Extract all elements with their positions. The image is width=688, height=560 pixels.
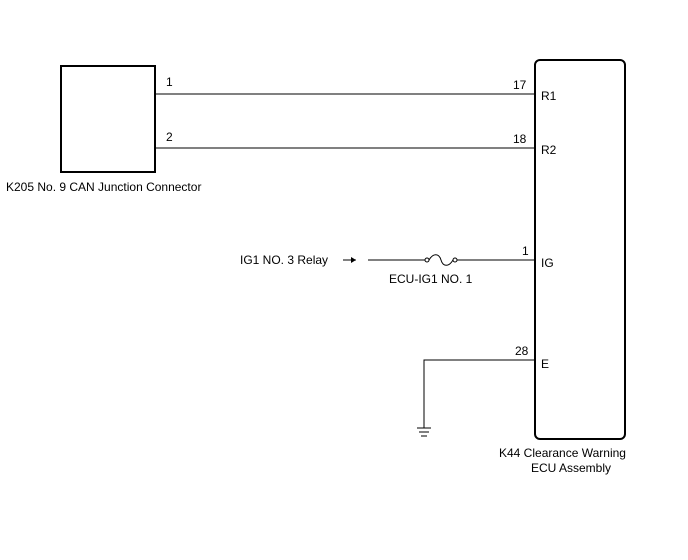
fuse-label: ECU-IG1 NO. 1 [389, 272, 473, 286]
fuse-icon [424, 254, 458, 266]
wire-ground [423, 359, 535, 428]
k44-pin-17: 17 [513, 78, 527, 92]
k205-pin-1: 1 [166, 75, 173, 89]
k44-pin-r2: R2 [541, 143, 557, 157]
relay-label: IG1 NO. 3 Relay [240, 253, 328, 267]
ground-icon [417, 427, 431, 437]
k44-pin-1: 1 [522, 244, 529, 258]
k44-pin-e: E [541, 357, 549, 371]
k44-pin-28: 28 [515, 344, 529, 358]
k205-pin-2: 2 [166, 130, 173, 144]
k44-ecu-box [534, 59, 626, 440]
k44-pin-18: 18 [513, 132, 527, 146]
k44-pin-ig: IG [541, 256, 554, 270]
k44-pin-r1: R1 [541, 89, 557, 103]
k44-label-line1: K44 Clearance Warning [499, 446, 626, 460]
k44-label-line2: ECU Assembly [531, 461, 611, 475]
k205-connector-box [60, 65, 156, 173]
k205-label: K205 No. 9 CAN Junction Connector [6, 180, 201, 194]
arrow-icon [343, 257, 356, 263]
